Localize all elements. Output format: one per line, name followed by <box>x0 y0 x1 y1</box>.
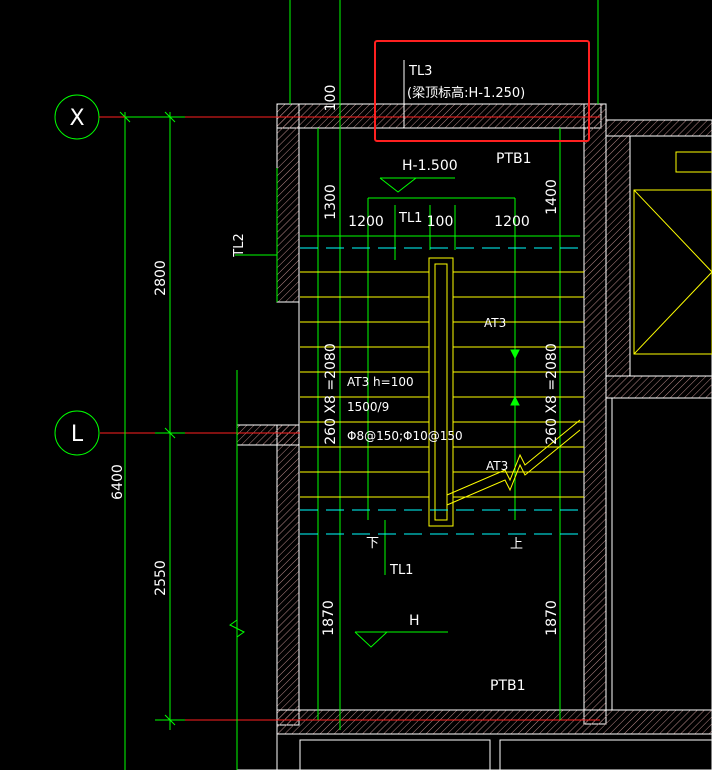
dim-1870-left: 1870 <box>321 600 337 636</box>
wall-bottom-lower <box>276 733 712 770</box>
dim-100-top: 100 <box>323 85 339 112</box>
label-up: 上 <box>510 537 523 552</box>
label-at3-rebar: Φ8@150;Φ10@150 <box>347 429 463 443</box>
label-tl1-top: TL1 <box>398 211 422 226</box>
axis-bubble-l: L <box>54 410 100 456</box>
tl3-callout: TL3 (梁顶标高:H-1.250) <box>374 40 590 142</box>
dim-1300: 1300 <box>323 184 339 220</box>
dim-2550: 2550 <box>153 560 169 596</box>
label-down: 下 <box>366 536 379 551</box>
dim-1200-left: 1200 <box>348 214 384 230</box>
label-at3-spec: AT3 h=100 <box>347 375 414 389</box>
elevation-markers <box>354 177 455 648</box>
stair-arrows <box>510 349 520 406</box>
room-outlines <box>298 127 712 770</box>
dashed-lines <box>300 247 584 535</box>
label-elev-bottom: H <box>409 613 420 629</box>
wall-top <box>276 103 602 129</box>
dim-2800: 2800 <box>153 260 169 296</box>
dim-6400: 6400 <box>110 464 126 500</box>
wall-left-connector <box>236 424 300 446</box>
dim-flight-right: 260 X8 =2080 <box>544 343 560 444</box>
wall-top-right <box>605 119 712 137</box>
label-tl1-bottom: TL1 <box>389 563 413 578</box>
highlight-box <box>374 40 590 142</box>
wall-right <box>583 103 607 725</box>
label-ptb1-bottom: PTB1 <box>490 678 526 694</box>
dim-100-mid: 100 <box>427 214 454 230</box>
elevator-symbol <box>633 151 712 355</box>
wall-left-column <box>236 444 278 770</box>
label-elev-top: H-1.500 <box>402 158 458 174</box>
dim-1870-right: 1870 <box>544 600 560 636</box>
label-tl3-name: TL3 <box>408 64 432 79</box>
walls <box>236 103 712 770</box>
wall-left-lower <box>276 424 300 726</box>
axis-l-label: L <box>71 422 84 447</box>
wall-right-room <box>605 375 712 399</box>
wall-left-upper <box>276 103 300 303</box>
label-tl2: TL2 <box>232 233 247 257</box>
axis-x-label: X <box>69 106 84 131</box>
dim-flight-left: 260 X8 =2080 <box>323 343 339 444</box>
labels: PTB1 H-1.500 TL1 TL2 AT3 AT3 h=100 1500/… <box>232 151 532 694</box>
axis-bubble-x: X <box>54 94 125 140</box>
dim-1400: 1400 <box>544 179 560 215</box>
wall-bottom <box>276 709 712 735</box>
dimension-lines <box>110 0 599 770</box>
dim-1200-right: 1200 <box>494 214 530 230</box>
label-tl3-elevation: (梁顶标高:H-1.250) <box>407 85 525 101</box>
wall-mid-right <box>605 135 631 377</box>
label-ptb1-top: PTB1 <box>496 151 532 167</box>
label-at3-upper: AT3 <box>484 316 506 330</box>
stair-treads <box>300 257 584 527</box>
label-at3-lower: AT3 <box>486 459 508 473</box>
dimension-text: 6400 2800 2550 100 1300 1400 1200 100 12… <box>110 85 560 636</box>
label-at3-span: 1500/9 <box>347 400 389 414</box>
axis-lines <box>100 116 600 721</box>
